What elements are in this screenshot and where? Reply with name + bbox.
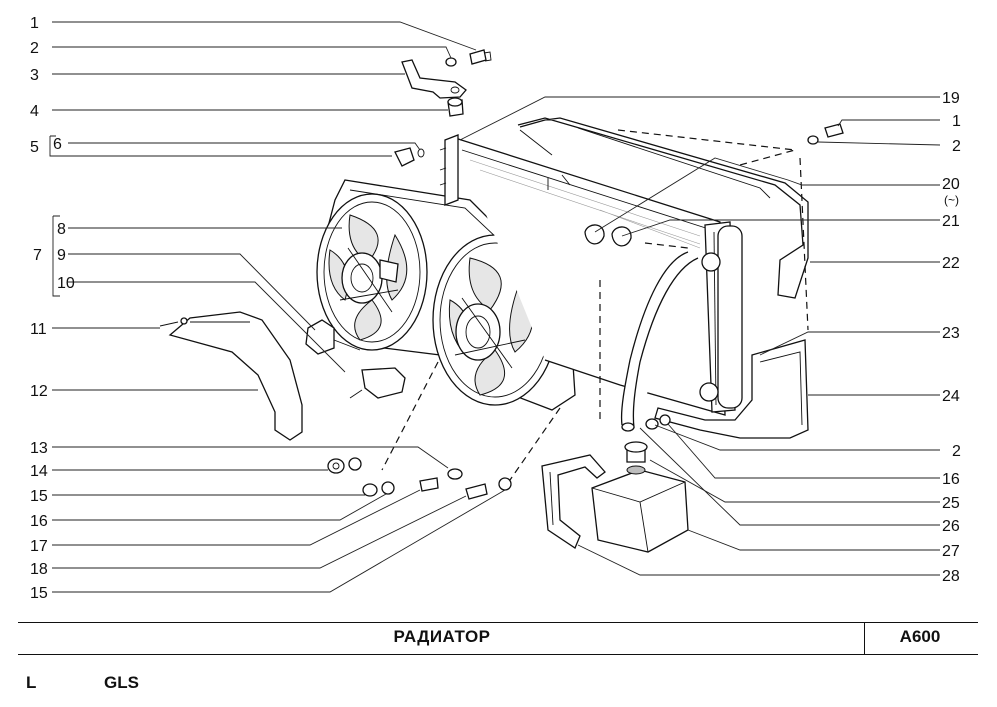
callout-13: 13 bbox=[30, 440, 48, 457]
callout-8: 8 bbox=[57, 221, 66, 238]
lower-bracket bbox=[654, 339, 809, 439]
variant-l: L bbox=[26, 673, 37, 692]
left-fan bbox=[316, 193, 428, 351]
footer-divider bbox=[864, 622, 865, 655]
callout-15b: 15 bbox=[30, 585, 48, 602]
callout-6: 6 bbox=[53, 136, 62, 153]
bracket-3 bbox=[401, 59, 467, 99]
nut-16-right bbox=[659, 414, 671, 426]
callout-26: 26 bbox=[942, 518, 960, 535]
callout-16: 16 bbox=[30, 513, 48, 530]
callout-2-right: 2 bbox=[952, 138, 961, 155]
assembly-line bbox=[799, 157, 809, 331]
radiator-side-tank bbox=[699, 221, 743, 413]
callout-18: 18 bbox=[30, 561, 48, 578]
variant-gls: GLS bbox=[104, 673, 139, 692]
callout-17: 17 bbox=[30, 538, 48, 555]
bushing-4 bbox=[447, 97, 464, 117]
footer-bottom-rule bbox=[18, 654, 978, 655]
leader-lines bbox=[49, 21, 941, 593]
bolt-1 bbox=[469, 49, 492, 65]
callout-20-variant: (~) bbox=[944, 193, 959, 207]
callout-3: 3 bbox=[30, 67, 39, 84]
callout-11: 11 bbox=[30, 321, 47, 338]
diagram-code: A600 bbox=[899, 627, 941, 646]
diagram-title: РАДИАТОР bbox=[393, 627, 491, 646]
callout-21: 21 bbox=[942, 213, 960, 230]
callout-15: 15 bbox=[30, 488, 48, 505]
callout-1: 1 bbox=[30, 15, 39, 32]
washer-13 bbox=[447, 468, 463, 480]
assembly-line bbox=[617, 129, 796, 166]
callout-22: 22 bbox=[942, 255, 960, 272]
callout-25: 25 bbox=[942, 495, 960, 512]
callout-2-lower: 2 bbox=[952, 443, 961, 460]
washer-2-lower bbox=[645, 418, 659, 430]
callout-12: 12 bbox=[30, 383, 48, 400]
bolt-1-right bbox=[824, 123, 844, 138]
callout-labels-left: 1 2 3 4 5 6 7 8 9 10 11 12 13 14 15 16 1… bbox=[30, 15, 75, 602]
screw-11 bbox=[159, 317, 188, 327]
connector-10 bbox=[349, 367, 406, 399]
guard-12 bbox=[168, 311, 303, 441]
expansion-tank bbox=[591, 441, 689, 553]
hose-clamps bbox=[584, 224, 632, 247]
bolt-17 bbox=[419, 477, 439, 492]
callout-4: 4 bbox=[30, 103, 39, 120]
hoses bbox=[620, 251, 699, 432]
washer-14b bbox=[348, 457, 362, 471]
footer-top-rule bbox=[18, 622, 978, 623]
grommet-15b bbox=[498, 477, 512, 491]
grommet-15 bbox=[362, 483, 378, 497]
callout-27: 27 bbox=[942, 543, 960, 560]
callout-9: 9 bbox=[57, 247, 66, 264]
callout-28: 28 bbox=[942, 568, 960, 585]
washer-2 bbox=[445, 57, 457, 67]
callout-24: 24 bbox=[942, 388, 960, 405]
assembly-line bbox=[644, 242, 689, 249]
callout-5: 5 bbox=[30, 139, 39, 156]
nut-14 bbox=[327, 458, 345, 474]
callout-10: 10 bbox=[57, 275, 75, 292]
callout-1-right: 1 bbox=[952, 113, 961, 130]
bolt-18 bbox=[465, 483, 488, 500]
nut-16 bbox=[381, 481, 395, 495]
upper-cover bbox=[517, 117, 809, 299]
callout-labels-right: 19 1 2 20 (~) 21 22 23 24 2 16 25 26 27 … bbox=[942, 90, 961, 585]
assembly-line bbox=[381, 361, 439, 471]
screw-6 bbox=[394, 147, 425, 167]
callout-14: 14 bbox=[30, 463, 48, 480]
callout-20: 20 bbox=[942, 176, 960, 193]
callout-2: 2 bbox=[30, 40, 39, 57]
callout-19: 19 bbox=[942, 90, 960, 107]
tank-strap bbox=[541, 454, 606, 549]
washer-2-right bbox=[807, 135, 819, 145]
callout-16-right: 16 bbox=[942, 471, 960, 488]
callout-7: 7 bbox=[33, 247, 42, 264]
assembly-line bbox=[509, 407, 561, 481]
callout-23: 23 bbox=[942, 325, 960, 342]
